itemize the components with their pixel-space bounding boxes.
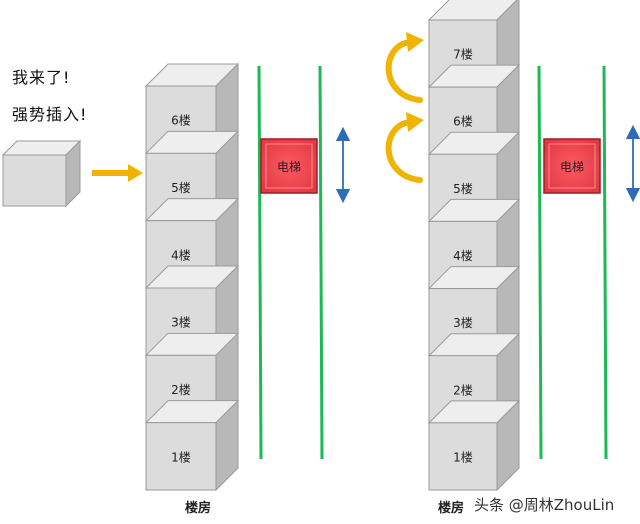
- left-floor-1: 1楼: [144, 399, 240, 492]
- left-floor-1-label: 1楼: [171, 449, 191, 464]
- left-elevator-label: 电梯: [277, 160, 301, 174]
- right-floor-1-label: 1楼: [453, 449, 473, 464]
- right-floor-3-label: 3楼: [453, 315, 473, 330]
- left-elevator-body: [260, 138, 318, 194]
- incoming-block-front: [2, 154, 67, 207]
- right-floor-4-label: 4楼: [453, 248, 473, 263]
- upper-shift-arrow: [385, 32, 424, 103]
- right-floor-1: 1楼: [427, 399, 521, 492]
- watermark-text: 头条 @周林ZhouLin: [474, 496, 615, 514]
- left-elevator-rail-2: [318, 65, 324, 460]
- left-floor-1-front: [145, 422, 217, 491]
- left-floor-3-label: 3楼: [171, 315, 191, 330]
- right-floor-7-label: 7楼: [453, 47, 473, 62]
- left-floor-6-label: 6楼: [171, 113, 191, 128]
- lower-shift-arrow: [385, 112, 424, 183]
- right-floor-5-label: 5楼: [453, 181, 473, 196]
- right-elevator-bevel: [548, 143, 596, 189]
- left-floor-4-label: 4楼: [171, 247, 191, 262]
- lower-shift-arrow-head: [406, 112, 424, 132]
- caption-line-2: 强势插入!: [12, 105, 88, 124]
- left-elevator-rail-1: [257, 65, 263, 460]
- upper-shift-arrow-curve: [385, 39, 423, 103]
- incoming-block: [1, 139, 82, 208]
- left-floor-2-label: 2楼: [171, 382, 191, 397]
- right-floor-6-label: 6楼: [453, 114, 473, 129]
- right-elevator: 电梯: [543, 138, 601, 194]
- lower-shift-arrow-curve: [385, 119, 423, 183]
- right-elevator-rail-1: [537, 65, 543, 460]
- right-building-label: 楼房: [437, 501, 464, 516]
- left-elevator-bevel: [265, 143, 313, 189]
- right-floor-2-label: 2楼: [453, 382, 473, 397]
- right-elevator-label: 电梯: [560, 160, 584, 174]
- upper-shift-arrow-head: [406, 32, 424, 52]
- insert-arrow-head: [128, 164, 143, 182]
- right-elevator-rail-2: [602, 65, 608, 460]
- right-elevator-body: [543, 138, 601, 194]
- caption-line-1: 我来了!: [12, 68, 71, 87]
- left-floor-5-label: 5楼: [171, 180, 191, 195]
- right-floor-1-front: [428, 422, 498, 491]
- left-building-label: 楼房: [184, 501, 211, 516]
- left-elevator: 电梯: [260, 138, 318, 194]
